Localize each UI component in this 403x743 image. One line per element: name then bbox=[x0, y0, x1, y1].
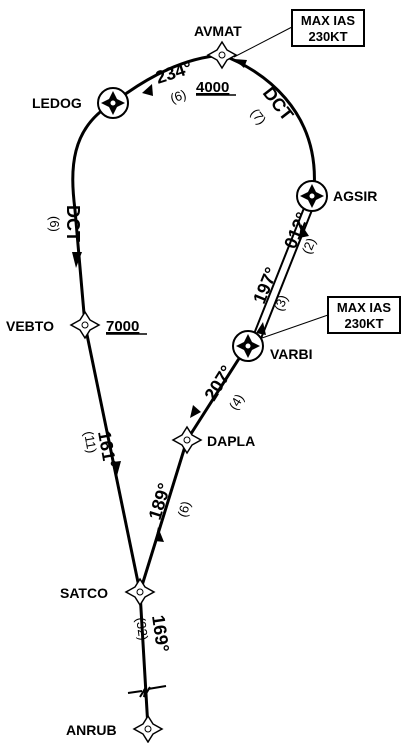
leg-agsir-varbi bbox=[257, 199, 317, 347]
leg-ledog-vebto bbox=[71, 101, 115, 327]
leg-dapla-varbi bbox=[185, 344, 249, 442]
fix-label-satco: SATCO bbox=[60, 585, 108, 601]
waypoint-anrub[interactable] bbox=[132, 714, 164, 743]
distance-vebto-satco: (11) bbox=[81, 430, 100, 454]
distance-agsir-varbi: (2) bbox=[299, 236, 319, 256]
course-avmat-ledog: 234° bbox=[153, 57, 195, 88]
arrow-agsir-varbi-down bbox=[256, 322, 266, 335]
arrow-agsir-avmat bbox=[234, 59, 247, 68]
course-ledog-vebto: DCT bbox=[63, 205, 83, 242]
waypoint-avmat[interactable] bbox=[206, 40, 238, 70]
fix-label-vebto: VEBTO bbox=[6, 318, 54, 334]
distance-ledog-vebto: (6) bbox=[47, 216, 62, 232]
course-satco-dapla: 189° bbox=[145, 481, 175, 522]
fix-label-avmat: AVMAT bbox=[194, 23, 242, 39]
waypoint-vebto[interactable] bbox=[69, 310, 101, 340]
direction-arrows bbox=[72, 59, 309, 542]
distance-satco-anrub: (32) bbox=[133, 616, 151, 641]
distance-satco-dapla: (6) bbox=[175, 499, 194, 519]
arrow-varbi-agsir-up bbox=[299, 224, 309, 238]
fix-label-anrub: ANRUB bbox=[66, 722, 117, 738]
waypoint-dapla[interactable] bbox=[171, 425, 203, 455]
fix-label-agsir: AGSIR bbox=[333, 188, 377, 204]
speed-limit-avmat-line1: MAX IAS bbox=[301, 13, 356, 28]
distance-agsir-avmat: (7) bbox=[248, 106, 270, 128]
waypoint-agsir[interactable] bbox=[296, 180, 328, 212]
fix-label-varbi: VARBI bbox=[270, 346, 313, 362]
arrow-ledog-vebto bbox=[72, 252, 82, 268]
leg-satco-dapla bbox=[138, 438, 189, 594]
arrow-dapla-varbi bbox=[190, 405, 201, 418]
speed-limit-box-varbi: MAX IAS 230KT bbox=[261, 296, 401, 339]
altitude-avmat: 4000 bbox=[196, 79, 229, 96]
break-symbol bbox=[127, 685, 167, 698]
fix-label-dapla: DAPLA bbox=[207, 433, 255, 449]
arrow-avmat-ledog bbox=[142, 84, 153, 96]
fix-label-ledog: LEDOG bbox=[32, 95, 82, 111]
course-satco-anrub: 169° bbox=[148, 614, 173, 654]
speed-limit-avmat-line2: 230KT bbox=[308, 29, 347, 44]
waypoint-varbi[interactable] bbox=[232, 330, 264, 362]
altitude-vebto: 7000 bbox=[106, 318, 139, 335]
arrow-satco-dapla bbox=[155, 527, 164, 542]
waypoint-ledog[interactable] bbox=[97, 87, 129, 119]
waypoint-satco[interactable] bbox=[124, 577, 156, 607]
arrow-vebto-satco bbox=[112, 461, 121, 476]
distance-dapla-varbi: (4) bbox=[226, 391, 247, 412]
leg-avmat-agsir bbox=[220, 53, 316, 192]
distance-varbi-agsir: (3) bbox=[271, 293, 291, 313]
leg-satco-anrub bbox=[138, 590, 150, 730]
distance-avmat-ledog: (6) bbox=[168, 87, 188, 106]
speed-limit-box-avmat: MAX IAS 230KT bbox=[233, 9, 365, 58]
speed-limit-varbi-line1: MAX IAS bbox=[337, 300, 392, 315]
leg-vebto-satco bbox=[83, 323, 142, 594]
leg-varbi-agsir bbox=[249, 197, 309, 345]
route-lines bbox=[71, 53, 317, 730]
speed-limit-varbi-line2: 230KT bbox=[344, 316, 383, 331]
